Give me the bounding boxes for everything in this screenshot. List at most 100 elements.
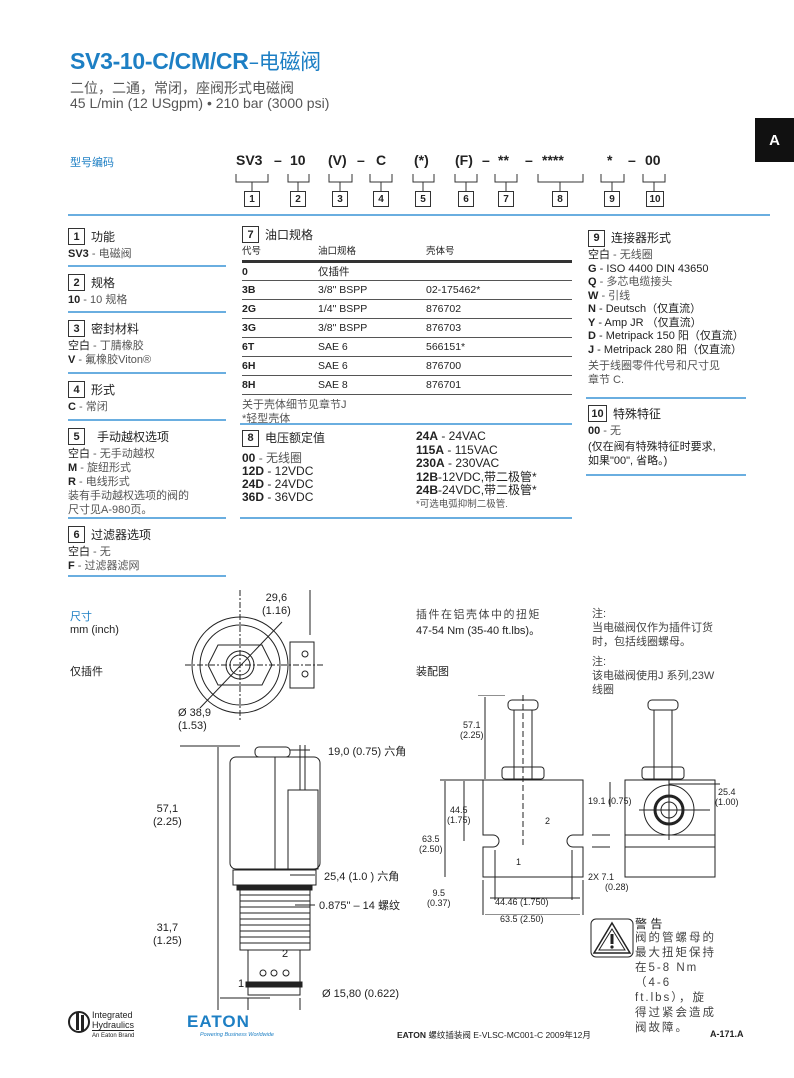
dim-thread: 0.875" – 14 螺纹 <box>319 900 400 912</box>
code-part: SV3 <box>236 152 263 168</box>
dim-top-hex: 19,0 (0.75) 六角 <box>328 746 407 758</box>
code-number: 8 <box>552 191 568 207</box>
code-part: * <box>607 152 613 168</box>
table-cell: 876700 <box>426 356 572 376</box>
assembly-label: 装配图 <box>416 666 449 678</box>
table-cell: 2G <box>242 299 318 319</box>
dim-a2: 44.5(1.75) <box>447 805 471 825</box>
code-number: 1 <box>244 191 260 207</box>
table-cell: 876702 <box>426 299 572 319</box>
table-cell: 02-175462* <box>426 280 572 300</box>
ih-logo-icon <box>68 1011 90 1033</box>
dim-coil-height: 57,1(2.25) <box>153 803 182 828</box>
warning-text: 阀的管螺母的最大扭矩保持在5-8 Nm（4-6 ft.lbs），旋得过紧会造成阀… <box>635 932 716 1034</box>
dim-a4: 9.5(0.37) <box>427 888 451 908</box>
table-cell: 876701 <box>426 375 572 395</box>
table-cell: 0 <box>242 261 318 281</box>
table-cell: SAE 6 <box>318 337 426 357</box>
divider <box>240 517 572 519</box>
table-cell: 3/8" BSPP <box>318 280 426 300</box>
cartridge-only-label: 仅插件 <box>70 666 103 678</box>
dim-a3: 63.5(2.50) <box>419 834 443 854</box>
code-number: 4 <box>373 191 389 207</box>
divider <box>68 517 226 519</box>
table-cell: 3/8" BSPP <box>318 318 426 338</box>
footer-doc: EATON 螺纹插装阀 E-VLSC-MC001-C 2009年12月 <box>397 1030 591 1040</box>
table-cell: SAE 8 <box>318 375 426 395</box>
divider <box>68 265 226 267</box>
code-part: 00 <box>645 152 661 168</box>
warning-icon <box>590 918 634 958</box>
assembly-drawing <box>440 695 720 915</box>
table-cell <box>426 261 572 281</box>
code-number: 9 <box>604 191 620 207</box>
dim-a1: 57.1(2.25) <box>460 720 484 740</box>
divider <box>68 419 226 421</box>
dimensions-unit: mm (inch) <box>70 624 119 636</box>
divider <box>68 311 226 313</box>
divider <box>68 372 226 374</box>
divider <box>586 474 746 476</box>
code-part: (F) <box>455 152 473 168</box>
assembly-port-1: 1 <box>516 857 522 867</box>
eaton-logo: EATON <box>187 1012 250 1031</box>
section-tab[interactable]: A <box>755 118 794 162</box>
eaton-tagline: Powering Business Worldwide <box>200 1032 274 1038</box>
code-number: 3 <box>332 191 348 207</box>
code-part: (V) <box>328 152 347 168</box>
table-cell: 566151* <box>426 337 572 357</box>
table-cell: 6T <box>242 337 318 357</box>
table-cell: 876703 <box>426 318 572 338</box>
code-part: (*) <box>414 152 429 168</box>
divider <box>240 423 572 425</box>
dim-nose-diameter: Ø 15,80 (0.622) <box>322 988 400 1000</box>
code-number: 2 <box>290 191 306 207</box>
code-sep: – <box>482 152 490 168</box>
code-sep: – <box>357 152 365 168</box>
port-1-label: 1 <box>238 978 245 990</box>
code-part: 10 <box>290 152 306 168</box>
subtitle: 二位，二通，常闭，座阀形式电磁阀 <box>70 80 294 96</box>
torque-value: 47-54 Nm (35-40 ft.lbs)。 <box>416 625 541 637</box>
table-cell: 仅插件 <box>318 261 426 281</box>
table-cell: 6H <box>242 356 318 376</box>
note-1: 注:当电磁阀仅作为插件订货时，包括线圈螺母。 <box>592 608 713 648</box>
dim-a5: 44.46 (1.750) <box>495 897 549 907</box>
warning-title: 警 告 <box>635 917 663 931</box>
code-number: 6 <box>458 191 474 207</box>
code-number: 7 <box>498 191 514 207</box>
dim-width: 29,6(1.16) <box>262 592 291 617</box>
code-part: ** <box>498 152 509 168</box>
table-cell: 8H <box>242 375 318 395</box>
code-brackets <box>235 174 666 192</box>
dim-body-hex: 25,4 (1.0 ) 六角 <box>324 871 400 883</box>
rating: 45 L/min (12 USgpm) • 210 bar (3000 psi) <box>70 95 330 111</box>
code-sep: – <box>525 152 533 168</box>
code-number: 10 <box>646 191 664 207</box>
code-sep: – <box>274 152 282 168</box>
dim-a8: 25.4(1.00) <box>715 787 739 807</box>
code-number: 5 <box>415 191 431 207</box>
dim-a9: 2X 7.1(0.28) <box>588 872 629 892</box>
divider <box>586 397 746 399</box>
divider <box>68 214 770 216</box>
note-2: 注:该电磁阀使用J 系列,23W 线圈 <box>592 656 715 696</box>
table-cell: 1/4" BSPP <box>318 299 426 319</box>
cartridge-drawing <box>180 590 325 1010</box>
dim-coil-diameter: Ø 38,9(1.53) <box>178 707 212 732</box>
model-code-label: 型号编码 <box>70 157 114 169</box>
